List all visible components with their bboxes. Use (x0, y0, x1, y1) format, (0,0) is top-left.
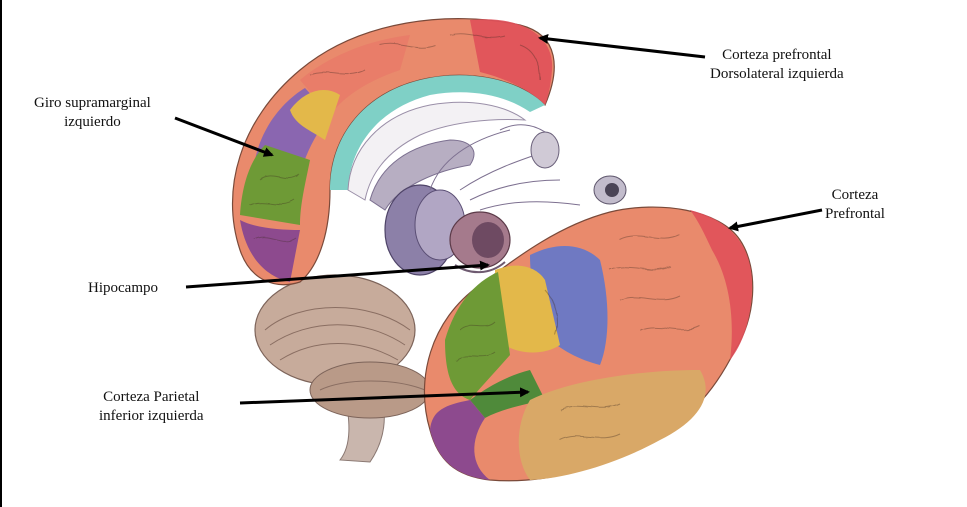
label-pfc-line2: Prefrontal (825, 205, 885, 224)
arrow-pfc (730, 210, 822, 228)
label-hippocampus-line1: Hipocampo (88, 279, 158, 298)
label-pfc: Corteza Prefrontal (825, 186, 885, 224)
label-supramarginal-line2: izquierdo (34, 113, 151, 132)
label-parietal-line2: inferior izquierda (99, 407, 204, 426)
arrow-dlpfc (540, 38, 705, 57)
label-pfc-line1: Corteza (825, 186, 885, 205)
label-supramarginal-line1: Giro supramarginal (34, 94, 151, 113)
label-parietal: Corteza Parietal inferior izquierda (99, 388, 204, 426)
label-dlpfc: Corteza prefrontal Dorsolateral izquierd… (710, 46, 844, 84)
label-dlpfc-line2: Dorsolateral izquierda (710, 65, 844, 84)
label-parietal-line1: Corteza Parietal (99, 388, 204, 407)
label-dlpfc-line1: Corteza prefrontal (710, 46, 844, 65)
label-hippocampus: Hipocampo (88, 279, 158, 298)
label-supramarginal: Giro supramarginal izquierdo (34, 94, 151, 132)
